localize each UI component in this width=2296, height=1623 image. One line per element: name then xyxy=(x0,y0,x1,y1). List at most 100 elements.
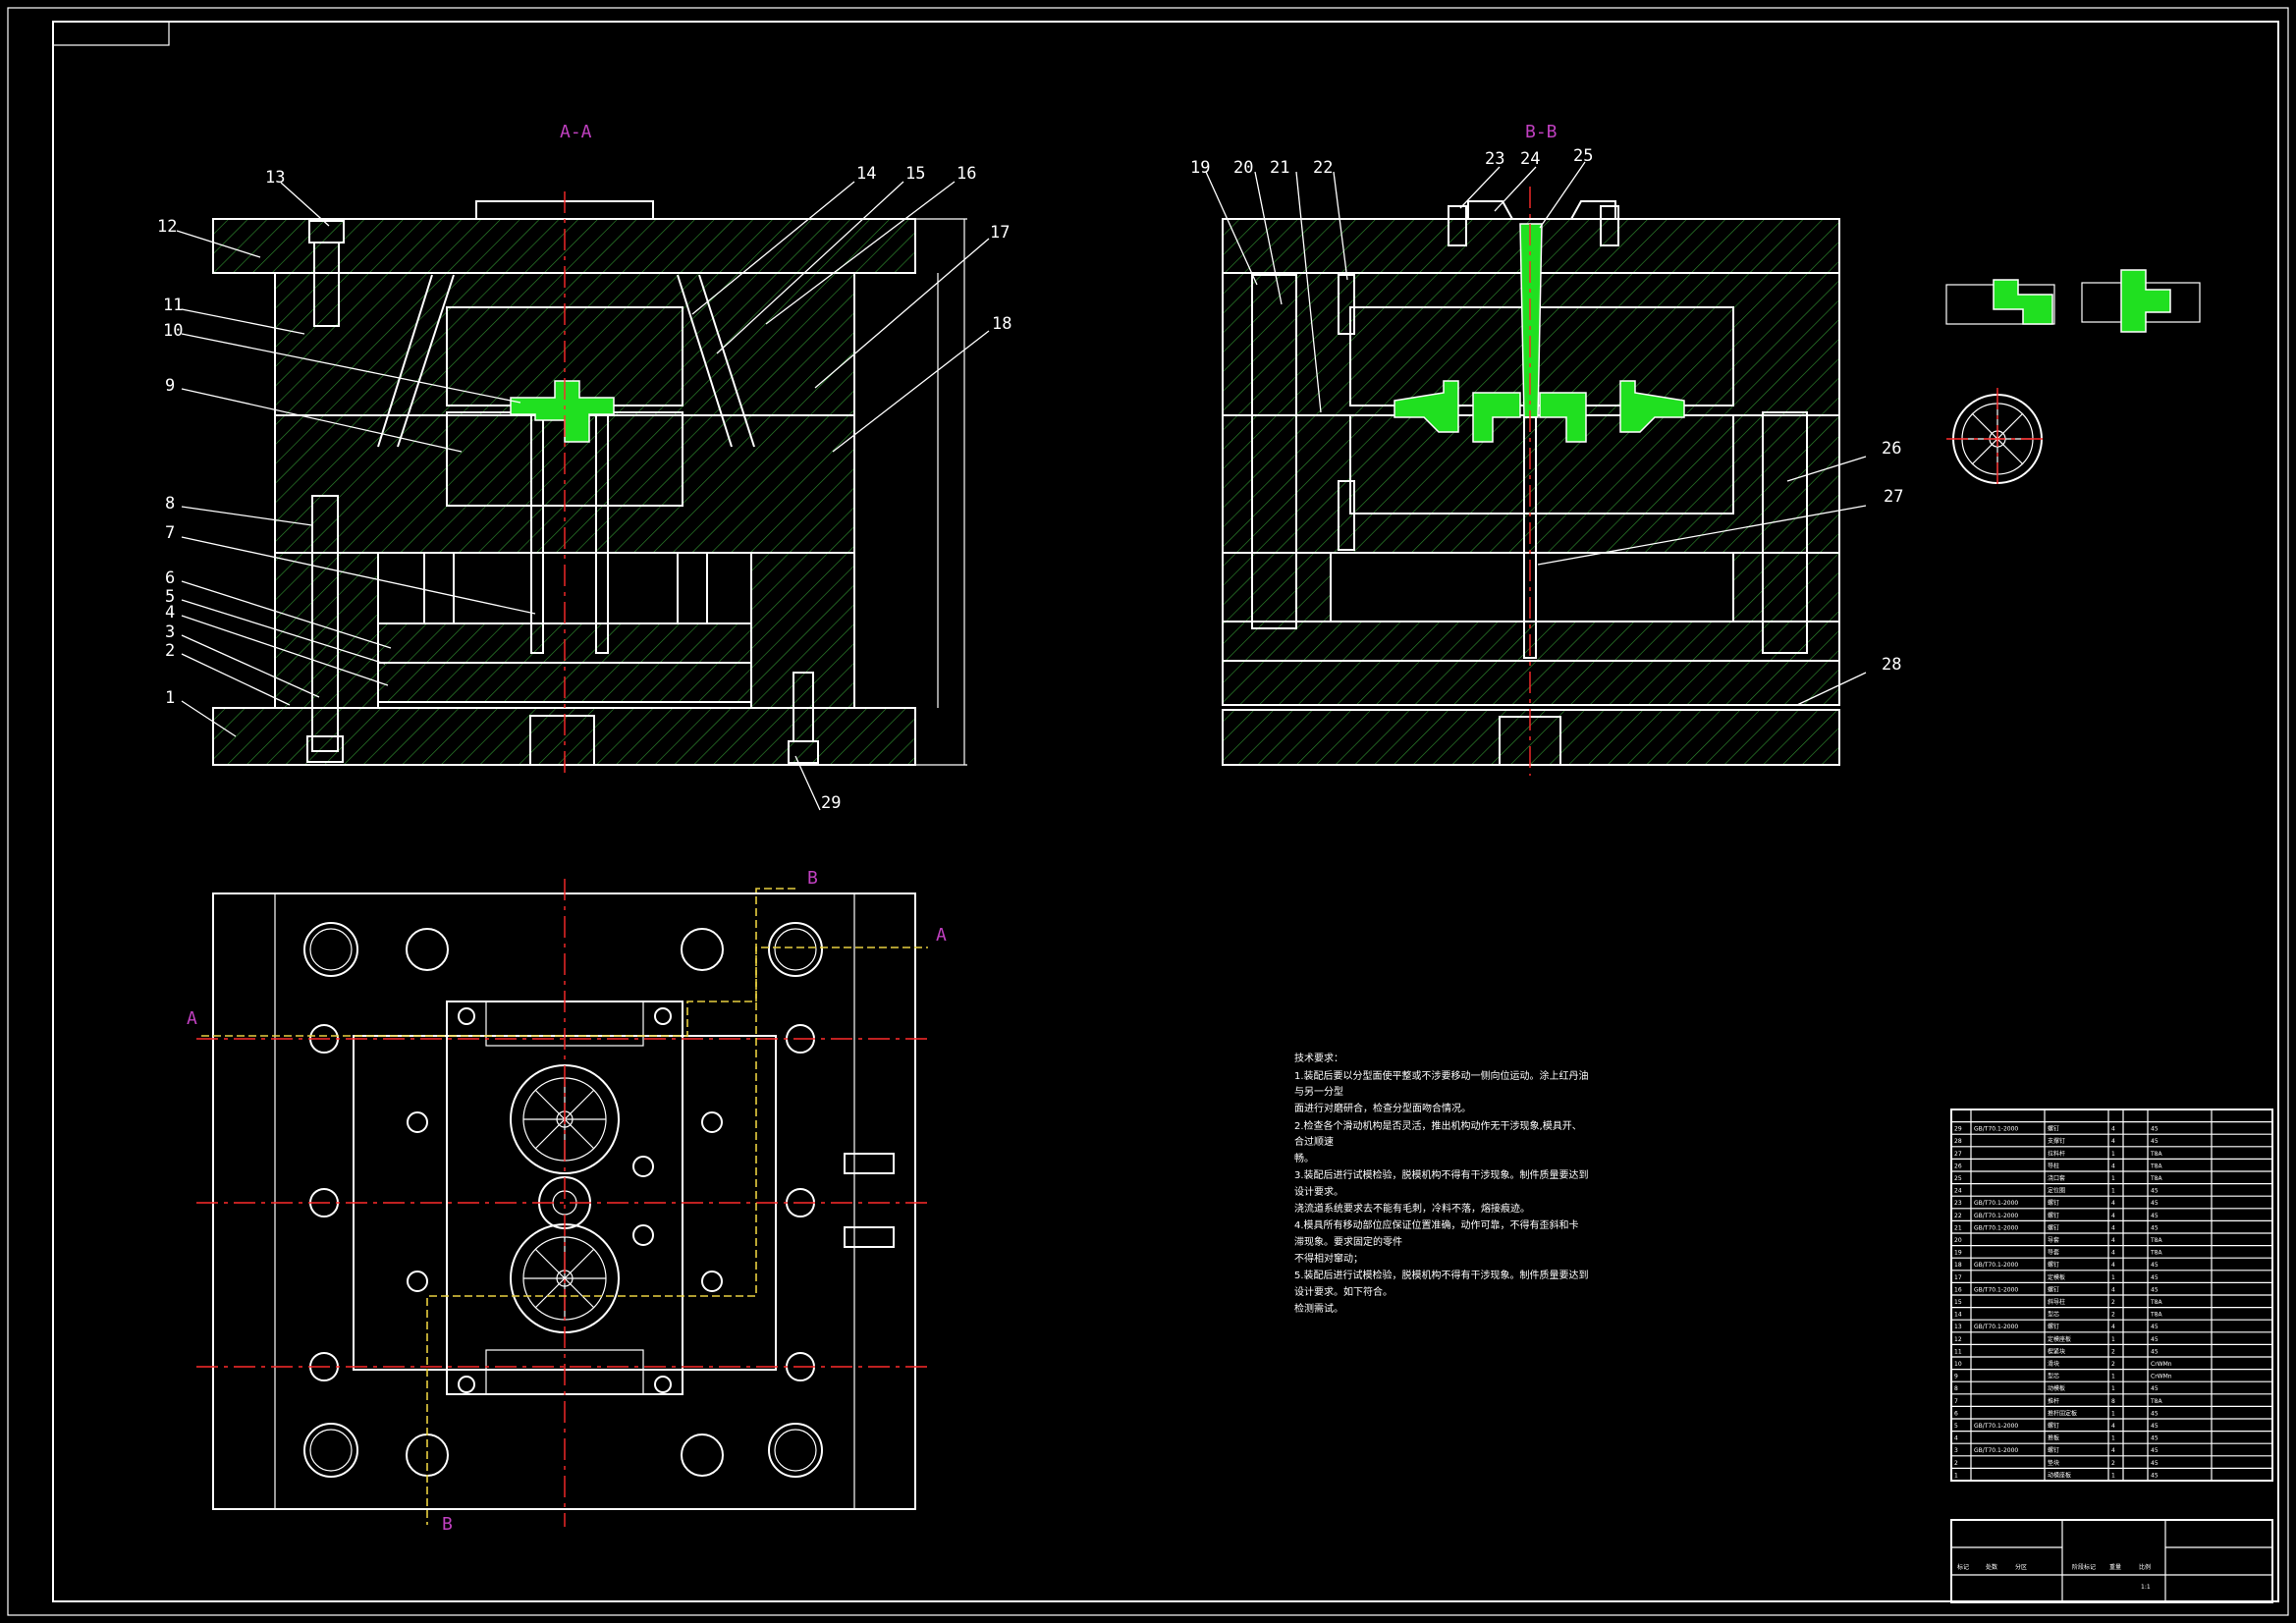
bom-cell: 45 xyxy=(2151,1410,2159,1417)
bom-cell: T8A xyxy=(2150,1163,2162,1169)
bom-cell: 2 xyxy=(2111,1312,2115,1319)
bom-cell: GB/T70.1-2000 xyxy=(1974,1126,2018,1133)
bom-cell: GB/T70.1-2000 xyxy=(1974,1224,2018,1231)
bom-cell: 9 xyxy=(1954,1374,1958,1380)
section-aa-label: A-A xyxy=(560,122,592,142)
note-line: 设计要求。如下符合。 xyxy=(1294,1285,1393,1298)
bom-cell: 45 xyxy=(2151,1200,2159,1207)
bom-cell: 45 xyxy=(2151,1385,2159,1392)
drawing-frame xyxy=(7,7,2289,1616)
note-line: 检测需试。 xyxy=(1294,1302,1343,1315)
bom-cell: 22 xyxy=(1954,1213,1962,1219)
bom-cell: 推板 xyxy=(2048,1434,2059,1442)
bom-cell: GB/T70.1-2000 xyxy=(1974,1262,2018,1269)
balloon-28: 28 xyxy=(1882,655,1901,675)
balloon-2: 2 xyxy=(165,641,175,661)
bom-cell: 2 xyxy=(2111,1460,2115,1467)
section-bb-label: B-B xyxy=(1525,122,1558,142)
bom-cell: 2 xyxy=(2111,1361,2115,1368)
bom-cell: 4 xyxy=(2111,1163,2115,1169)
bom-cell: 45 xyxy=(2151,1188,2159,1195)
bom-cell: 12 xyxy=(1954,1336,1962,1343)
bom-cell: 型芯 xyxy=(2048,1373,2059,1380)
tb-label-scale: 比例 xyxy=(2139,1563,2151,1571)
tb-label-mark: 标记 xyxy=(1957,1563,1969,1571)
bom-cell: 定位圈 xyxy=(2048,1187,2065,1195)
bom-cell: 20 xyxy=(1954,1237,1962,1244)
bom-cell: 4 xyxy=(2111,1262,2115,1269)
bom-cell: T8A xyxy=(2150,1175,2162,1182)
bom-cell: 45 xyxy=(2151,1224,2159,1231)
cut-a-right-label: A xyxy=(936,925,947,946)
bom-cell: 14 xyxy=(1954,1312,1962,1319)
bom-cell: 拉料杆 xyxy=(2048,1150,2065,1158)
bom-cell: CrWMn xyxy=(2151,1361,2172,1368)
bom-cell: 滑块 xyxy=(2048,1360,2059,1368)
bom-cell: GB/T70.1-2000 xyxy=(1974,1200,2018,1207)
note-line: 3.装配后进行试模检验，脱模机构不得有干涉现象。制件质量要达到 xyxy=(1294,1168,1589,1181)
bom-cell: 1 xyxy=(2111,1274,2115,1281)
bom-cell: 11 xyxy=(1954,1348,1962,1355)
bom-cell: 10 xyxy=(1954,1361,1962,1368)
cut-a-left-label: A xyxy=(187,1008,197,1029)
bom-cell: 29 xyxy=(1954,1126,1962,1133)
balloon-17: 17 xyxy=(990,223,1010,243)
tb-label-weight: 重量 xyxy=(2109,1563,2121,1571)
balloon-24: 24 xyxy=(1520,149,1540,169)
bom-cell: 4 xyxy=(2111,1237,2115,1244)
bom-cell: 45 xyxy=(2151,1262,2159,1269)
note-line: 4.模具所有移动部位应保证位置准确，动作可靠，不得有歪斜和卡 xyxy=(1294,1218,1579,1231)
plan-view: A A B B xyxy=(187,868,947,1535)
bom-cell: 45 xyxy=(2151,1460,2159,1467)
balloon-6: 6 xyxy=(165,568,175,588)
bom-cell: 4 xyxy=(2111,1213,2115,1219)
bom-cell: 动模座板 xyxy=(2048,1471,2071,1479)
balloon-8: 8 xyxy=(165,494,175,514)
balloon-19: 19 xyxy=(1190,158,1210,178)
balloons-section-aa: 13 12 11 10 9 8 7 6 5 4 3 2 1 14 15 16 1… xyxy=(157,164,1011,813)
bom-cell: 4 xyxy=(2111,1138,2115,1145)
note-line: 2.检查各个滑动机构是否灵活，推出机构动作无干涉现象,模具开、 xyxy=(1294,1119,1582,1132)
bom-cell: 27 xyxy=(1954,1151,1962,1158)
note-line: 技术要求： xyxy=(1294,1052,1343,1064)
balloon-29: 29 xyxy=(821,793,841,813)
tb-label-stage: 阶段标记 xyxy=(2072,1563,2096,1571)
balloon-15: 15 xyxy=(905,164,925,184)
bom-cell: 导套 xyxy=(2048,1249,2059,1257)
bom-cell: 4 xyxy=(2111,1200,2115,1207)
bom-cell: 螺钉 xyxy=(2048,1223,2059,1231)
balloon-11: 11 xyxy=(163,296,183,315)
bom-cell: 45 xyxy=(2151,1138,2159,1145)
balloon-22: 22 xyxy=(1313,158,1333,178)
bom-cell: 1 xyxy=(1954,1472,1958,1479)
balloon-13: 13 xyxy=(265,168,285,188)
balloon-1: 1 xyxy=(165,688,175,708)
bom-cell: 5 xyxy=(1954,1423,1958,1430)
bom-cell: GB/T70.1-2000 xyxy=(1974,1286,2018,1293)
bom-cell: 垫块 xyxy=(2048,1459,2059,1467)
note-line: 不得相对窜动； xyxy=(1294,1252,1363,1265)
bom-cell: GB/T70.1-2000 xyxy=(1974,1324,2018,1330)
tb-scale-value: 1:1 xyxy=(2141,1584,2151,1591)
bom-cell: 螺钉 xyxy=(2048,1199,2059,1207)
bom-cell: 1 xyxy=(2111,1336,2115,1343)
bom-cell: 1 xyxy=(2111,1175,2115,1182)
bom-cell: 45 xyxy=(2151,1324,2159,1330)
bom-cell: 4 xyxy=(2111,1447,2115,1454)
balloon-27: 27 xyxy=(1884,487,1903,507)
tb-label-zone: 分区 xyxy=(2015,1563,2027,1571)
bom-cell: GB/T70.1-2000 xyxy=(1974,1447,2018,1454)
part-detail-view xyxy=(1945,269,2201,490)
bom-cell: 1 xyxy=(2111,1188,2115,1195)
bom-cell: 3 xyxy=(1954,1447,1958,1454)
bom-cell: 4 xyxy=(2111,1250,2115,1257)
bom-cell: 4 xyxy=(2111,1126,2115,1133)
bom-cell: 支撑钉 xyxy=(2048,1137,2065,1145)
bom-cell: 45 xyxy=(2151,1348,2159,1355)
title-block: 标记 处数 分区 阶段标记 重量 比例 1:1 xyxy=(1950,1519,2273,1603)
note-line: 与另一分型 xyxy=(1294,1085,1343,1098)
bom-cell: 21 xyxy=(1954,1224,1962,1231)
cut-b-top-label: B xyxy=(807,868,818,889)
